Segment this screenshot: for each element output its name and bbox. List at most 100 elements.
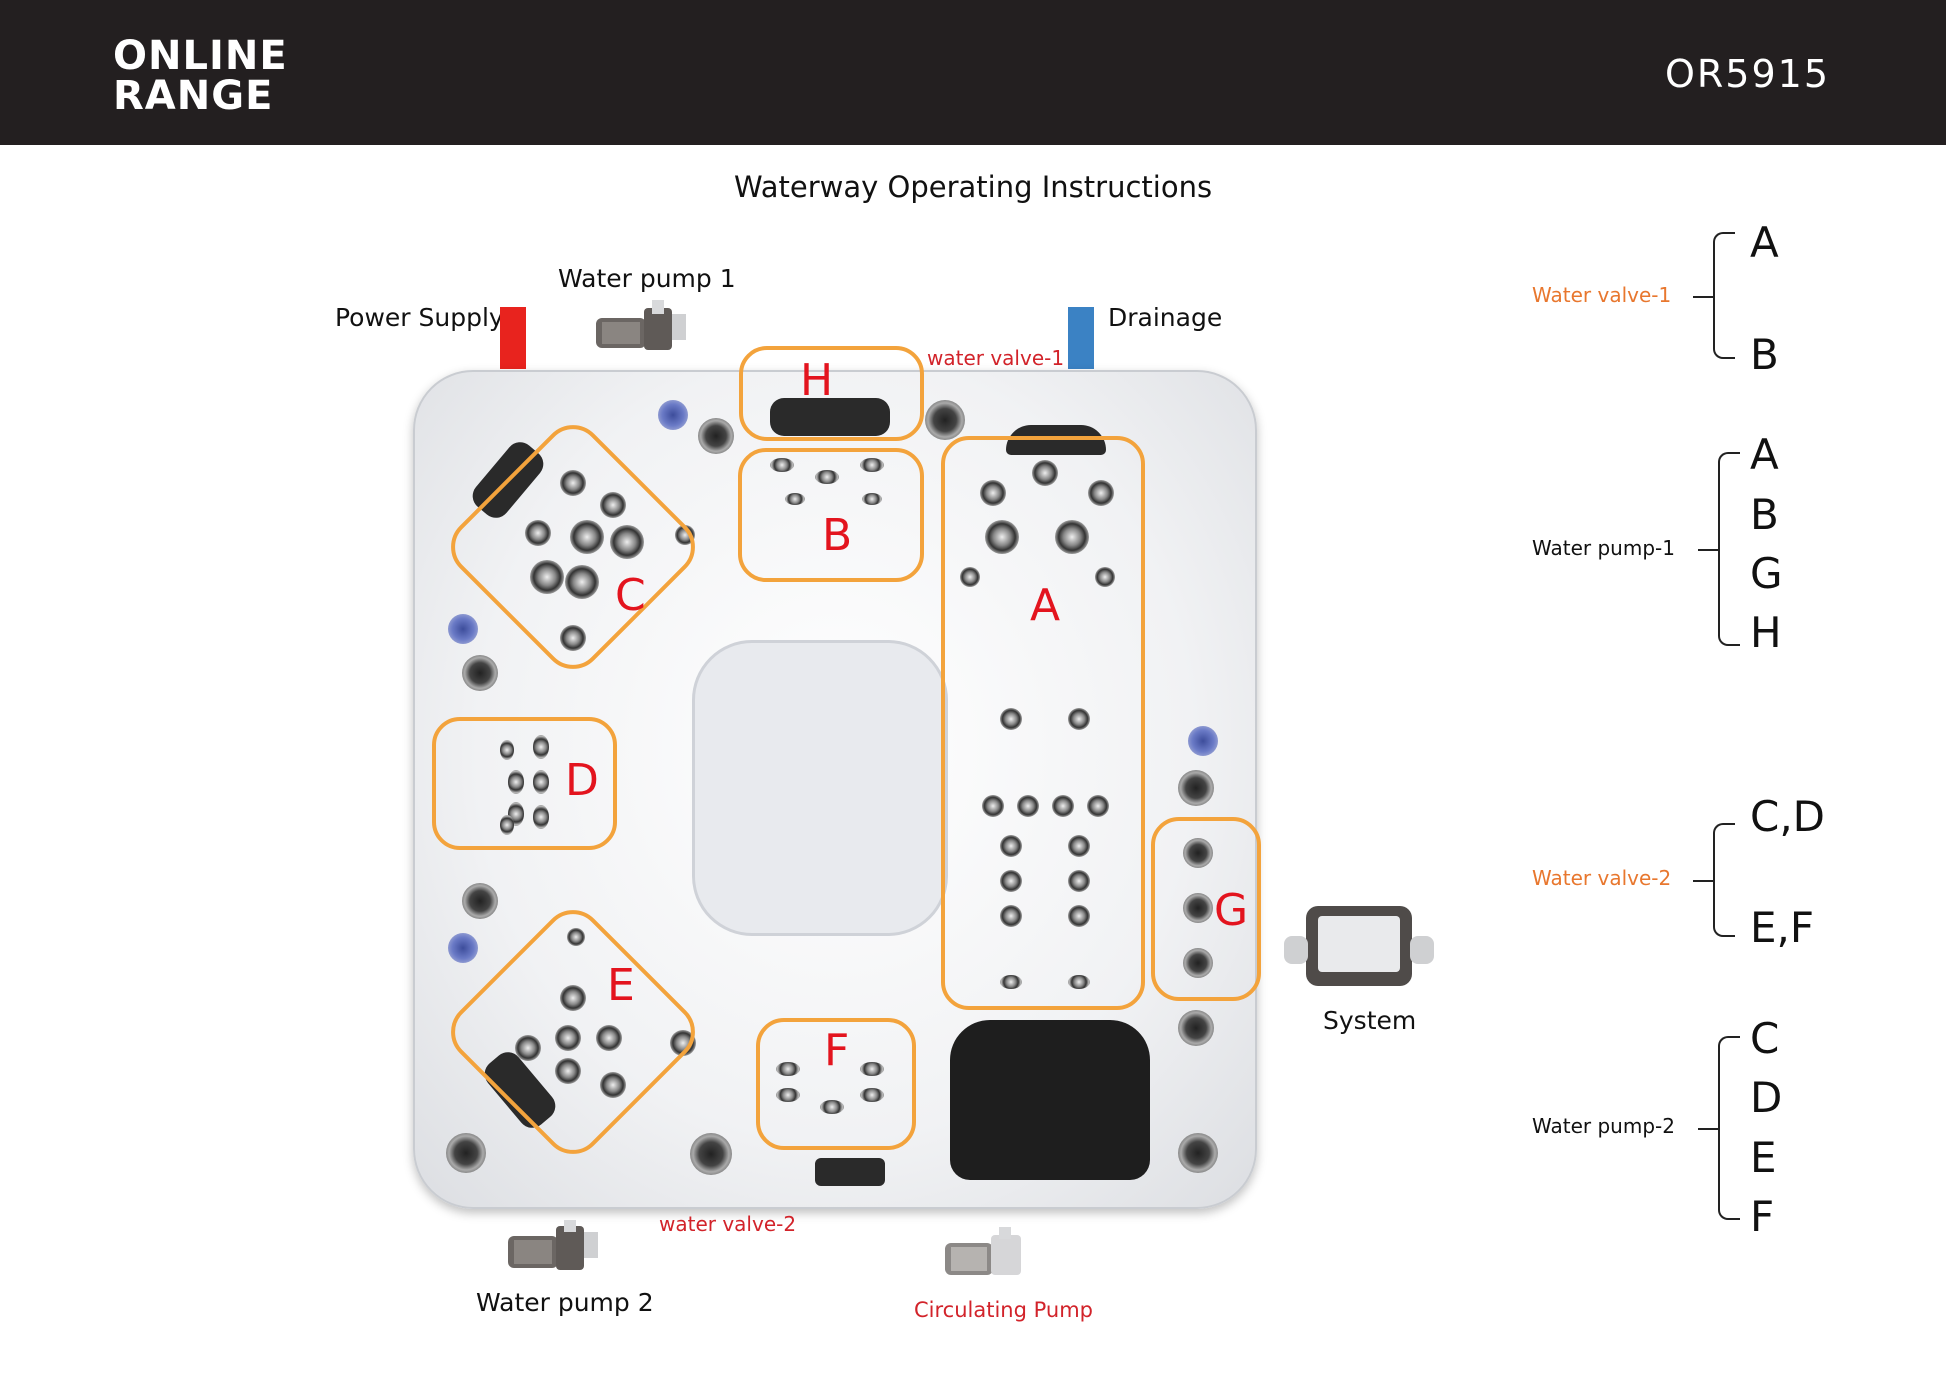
jet (560, 985, 586, 1011)
legend-valve1-top: A (1750, 218, 1779, 267)
water-valve-2-label: water valve-2 (659, 1212, 797, 1236)
jet (555, 1058, 581, 1084)
legend-bracket (1693, 232, 1735, 359)
legend-pump1-item: H (1750, 608, 1782, 657)
jet (1068, 870, 1090, 892)
water-valve-1-label: water valve-1 (927, 346, 1065, 370)
jet (982, 795, 1004, 817)
legend-bracket (1698, 1036, 1740, 1220)
jet (1052, 795, 1074, 817)
jet (1000, 905, 1022, 927)
air-control-icon (448, 933, 478, 963)
legend-water-pump-1-label: Water pump-1 (1532, 536, 1675, 560)
jet (500, 815, 514, 835)
legend-pump1-item: A (1750, 430, 1779, 479)
jet (1000, 708, 1022, 730)
legend-water-valve-2-label: Water valve-2 (1532, 866, 1672, 890)
zone-a-outline (941, 436, 1145, 1010)
jet (596, 1025, 622, 1051)
jet (565, 565, 599, 599)
legend-pump2-item: F (1750, 1192, 1775, 1241)
system-control-icon (1284, 906, 1434, 986)
logo-line-2: RANGE (113, 73, 274, 119)
zone-d-label: D (565, 755, 599, 806)
zone-a-label: A (1030, 580, 1061, 631)
air-control-icon (1188, 726, 1218, 756)
jet (670, 1030, 696, 1056)
jet (560, 625, 586, 651)
zone-f-outline (756, 1018, 916, 1150)
air-control-icon (658, 400, 688, 430)
filter-fitting (446, 1133, 486, 1173)
model-number: OR5915 (1664, 52, 1830, 96)
headrest-pillow (1006, 425, 1106, 455)
zone-b-label: B (822, 510, 853, 561)
system-label: System (1323, 1006, 1417, 1035)
control-panel (815, 1158, 885, 1186)
zone-g-outline (1151, 817, 1261, 1001)
jet (960, 567, 980, 587)
legend-valve2-top: C,D (1750, 792, 1826, 841)
filter-fitting (462, 883, 498, 919)
jet (985, 520, 1019, 554)
jet (1017, 795, 1039, 817)
air-control-icon (448, 614, 478, 644)
legend-bracket (1693, 823, 1735, 937)
jet (1000, 975, 1022, 989)
jet (815, 470, 839, 484)
header-bar: ONLINE RANGE OR5915 (0, 0, 1946, 145)
water-pump-1-label: Water pump 1 (558, 264, 736, 293)
jet (1000, 870, 1022, 892)
jet (860, 1062, 884, 1076)
jet (1055, 520, 1089, 554)
jet (1068, 708, 1090, 730)
lounger-seat (950, 1020, 1150, 1180)
jet (820, 1100, 844, 1114)
jet (1088, 480, 1114, 506)
jet (860, 458, 884, 472)
jet (600, 492, 626, 518)
jet (1068, 905, 1090, 927)
legend-water-pump-2-label: Water pump-2 (1532, 1114, 1675, 1138)
water-pump-1-icon (596, 300, 686, 350)
legend-bracket (1698, 452, 1740, 646)
jet (1087, 795, 1109, 817)
logo-line-1: ONLINE (113, 33, 288, 79)
filter-fitting (1178, 770, 1214, 806)
jet (515, 1035, 541, 1061)
zone-c-label: C (615, 570, 646, 621)
legend-pump2-item: D (1750, 1073, 1783, 1122)
legend-valve1-bottom: B (1750, 330, 1779, 379)
legend-pump2-item: C (1750, 1014, 1780, 1063)
jet (770, 458, 794, 472)
legend-pump1-item: G (1750, 549, 1783, 598)
jet (500, 740, 514, 760)
legend-valve2-bottom: E,F (1750, 903, 1815, 952)
zone-d-outline (432, 717, 617, 850)
jet (776, 1088, 800, 1102)
jet (1095, 567, 1115, 587)
footwell (692, 640, 948, 936)
power-supply-bar (500, 307, 526, 369)
drainage-label: Drainage (1108, 303, 1223, 332)
zone-h-outline (739, 346, 924, 441)
filter-fitting (925, 400, 965, 440)
power-supply-label: Power Supply (335, 303, 504, 332)
zone-h-label: H (800, 355, 834, 406)
jet (980, 480, 1006, 506)
jet (533, 770, 549, 794)
jet (1032, 460, 1058, 486)
jet (785, 493, 805, 505)
headrest-pillow (770, 398, 890, 436)
jet (860, 1088, 884, 1102)
legend-pump2-item: E (1750, 1133, 1777, 1182)
water-pump-2-icon (508, 1220, 598, 1270)
zone-e-label: E (607, 960, 635, 1011)
zone-b-outline (738, 448, 924, 582)
zone-f-label: F (824, 1025, 850, 1076)
jet (675, 525, 695, 545)
filter-fitting (462, 655, 498, 691)
brand-logo: ONLINE RANGE (113, 36, 288, 116)
zone-g-label: G (1214, 885, 1249, 936)
jet (1183, 893, 1213, 923)
